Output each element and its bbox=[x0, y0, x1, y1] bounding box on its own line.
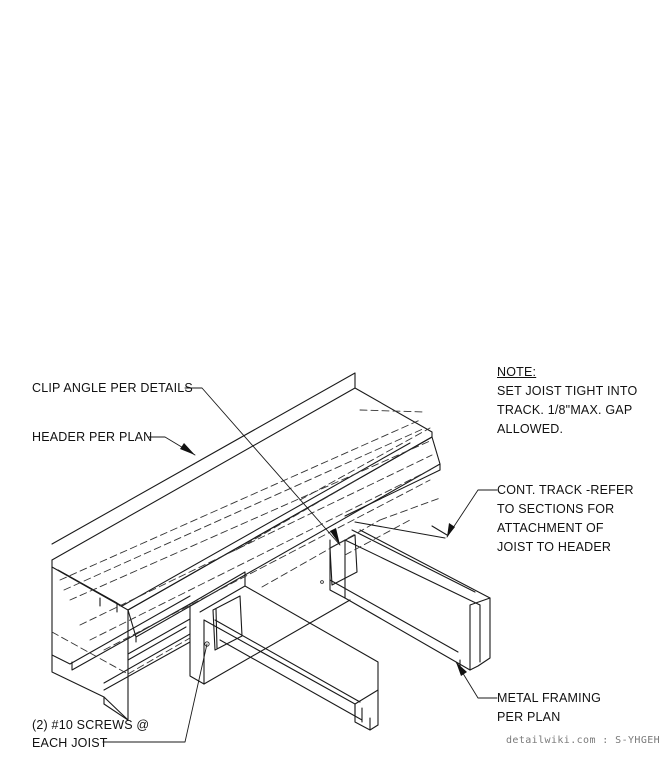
clip-angle-label: CLIP ANGLE PER DETAILS bbox=[32, 381, 193, 395]
screw-marks bbox=[204, 580, 324, 647]
clip-angle-right bbox=[329, 534, 358, 586]
metal-joist-left bbox=[189, 571, 379, 731]
note-line2: TRACK. 1/8"MAX. GAP bbox=[497, 403, 633, 417]
note-line1: SET JOIST TIGHT INTO bbox=[497, 384, 638, 398]
framing-label-line1: METAL FRAMING bbox=[497, 691, 601, 705]
track-label-line2: TO SECTIONS FOR bbox=[497, 502, 615, 516]
clip-angle-left bbox=[212, 595, 243, 651]
watermark: detailwiki.com : S-YHGEH bbox=[506, 735, 661, 746]
metal-joist-right bbox=[329, 529, 491, 671]
hidden-lines bbox=[51, 409, 441, 675]
track-label-line1: CONT. TRACK -REFER bbox=[497, 483, 634, 497]
header-label: HEADER PER PLAN bbox=[32, 430, 153, 444]
header-member bbox=[51, 372, 433, 721]
framing-label-line2: PER PLAN bbox=[497, 710, 561, 724]
continuous-track bbox=[127, 436, 448, 655]
track-label-line4: JOIST TO HEADER bbox=[497, 540, 612, 554]
note-line3: ALLOWED. bbox=[497, 422, 564, 436]
leader-arrowheads bbox=[180, 443, 467, 676]
track-label-line3: ATTACHMENT OF bbox=[497, 521, 604, 535]
note-heading: NOTE: bbox=[497, 365, 537, 379]
screws-label-line2: EACH JOIST bbox=[32, 736, 108, 750]
screws-label-line1: (2) #10 SCREWS @ bbox=[32, 718, 150, 732]
